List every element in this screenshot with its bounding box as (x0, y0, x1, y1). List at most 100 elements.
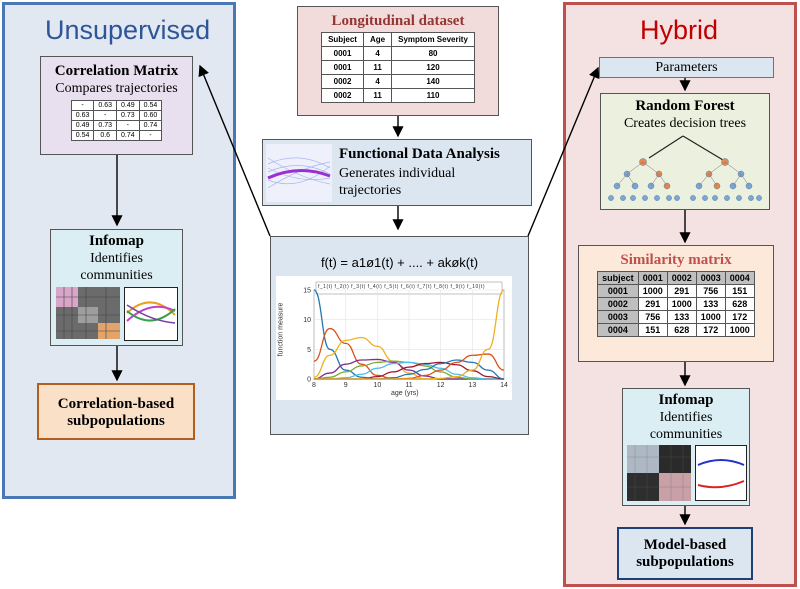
chart-x-label: age (yrs) (391, 390, 419, 397)
table-cell: 0.74 (116, 130, 140, 141)
table-cell: 133 (666, 310, 697, 324)
correlation-result-line2: subpopulations (67, 413, 165, 429)
table-cell: 151 (724, 284, 755, 298)
table-cell: 628 (666, 323, 697, 337)
table-cell: 151 (637, 323, 668, 337)
correlation-matrix-title: Correlation Matrix (54, 63, 179, 79)
table-cell: 110 (391, 88, 475, 103)
table-cell: 291 (666, 284, 697, 298)
fda-box: Functional Data Analysis Generates indiv… (262, 139, 532, 206)
table-cell: 4 (362, 74, 393, 89)
table-cell: 0.73 (116, 110, 140, 121)
table-cell: 80 (391, 46, 475, 61)
chart-y-label: function measure (277, 302, 285, 357)
fda-subtitle-line1: Generates individual (339, 166, 456, 181)
x-tick-label: 11 (405, 382, 412, 389)
unsupervised-title: Unsupervised (45, 15, 211, 45)
decision-trees-image (608, 135, 762, 201)
table-cell: 0.74 (138, 120, 163, 131)
table-cell: 0004 (597, 323, 639, 337)
random-forest-title: Random Forest (635, 98, 735, 114)
table-header-cell: 0001 (637, 271, 668, 285)
table-cell: 0.73 (93, 120, 117, 131)
arrow-formula-correlation (198, 64, 271, 237)
infomap-subtitle-hybrid-line1: Identifies (659, 410, 713, 425)
x-tick-label: 12 (437, 382, 445, 389)
table-header-cell: Age (362, 32, 393, 47)
model-result-line1: Model-based (643, 537, 727, 553)
parameters-label: Parameters (655, 60, 718, 75)
table-cell: 0.54 (138, 100, 163, 111)
table-cell: 0001 (321, 46, 364, 61)
y-tick-label: 5 (307, 347, 311, 354)
correlation-result-line1: Correlation-based (57, 396, 175, 412)
table-cell: 291 (637, 297, 668, 311)
table-cell: 140 (391, 74, 475, 89)
table-cell: 120 (391, 60, 475, 75)
table-cell: 11 (362, 88, 393, 103)
random-forest-box: Random Forest Creates decision trees (600, 93, 770, 210)
table-cell: 1000 (666, 297, 697, 311)
table-header-cell: 0003 (695, 271, 726, 285)
correlation-matrix-subtitle: Compares trajectories (55, 81, 178, 96)
y-tick-label: 10 (303, 317, 311, 324)
table-cell: - (116, 120, 140, 131)
table-cell: 1000 (695, 310, 726, 324)
infomap-title: Infomap (88, 233, 144, 249)
model-result-line2: subpopulations (636, 554, 734, 570)
table-cell: 0002 (321, 74, 364, 89)
table-cell: 756 (695, 284, 726, 298)
table-cell: 1000 (724, 323, 755, 337)
y-tick-label: 0 (307, 377, 311, 384)
table-cell: 172 (724, 310, 755, 324)
community-trajectories-image (124, 287, 178, 341)
table-cell: - (70, 100, 95, 111)
table-cell: 172 (695, 323, 726, 337)
table-cell: 11 (362, 60, 393, 75)
table-cell: 0001 (597, 284, 639, 298)
x-tick-label: 8 (312, 382, 316, 389)
trajectory-plot-image (266, 144, 332, 202)
dataset-title: Longitudinal dataset (331, 13, 465, 29)
table-cell: 0001 (321, 60, 364, 75)
table-cell: 0003 (597, 310, 639, 324)
basis-formula: f(t) = a1ø1(t) + .... + akøk(t) (320, 255, 479, 270)
similarity-matrix-title: Similarity matrix (620, 252, 732, 268)
table-header-cell: 0004 (724, 271, 755, 285)
community-heatmap-image (56, 287, 120, 339)
table-cell: 133 (695, 297, 726, 311)
random-forest-subtitle: Creates decision trees (623, 116, 747, 131)
basis-series-line (314, 289, 505, 380)
table-cell: - (93, 110, 117, 121)
table-header-cell: 0002 (666, 271, 697, 285)
table-header-cell: Subject (321, 32, 364, 47)
table-cell: 0002 (321, 88, 364, 103)
table-cell: 0.6 (93, 130, 117, 141)
table-cell: 4 (362, 46, 393, 61)
x-tick-label: 13 (468, 382, 476, 389)
infomap-subtitle-line1: Identifies (90, 251, 143, 266)
table-cell: - (138, 130, 163, 141)
fda-title: Functional Data Analysis (339, 146, 500, 162)
hybrid-title: Hybrid (640, 15, 719, 45)
correlation-matrix-box: Correlation Matrix Compares trajectories… (40, 56, 193, 155)
arrow-formula-parameters (527, 66, 600, 237)
y-tick-label: 15 (303, 288, 311, 295)
infomap-subtitle-hybrid-line2: communities (649, 427, 723, 442)
basis-series-line (314, 361, 504, 380)
fda-subtitle-line2: trajectories (339, 183, 402, 198)
table-cell: 0.63 (93, 100, 117, 111)
